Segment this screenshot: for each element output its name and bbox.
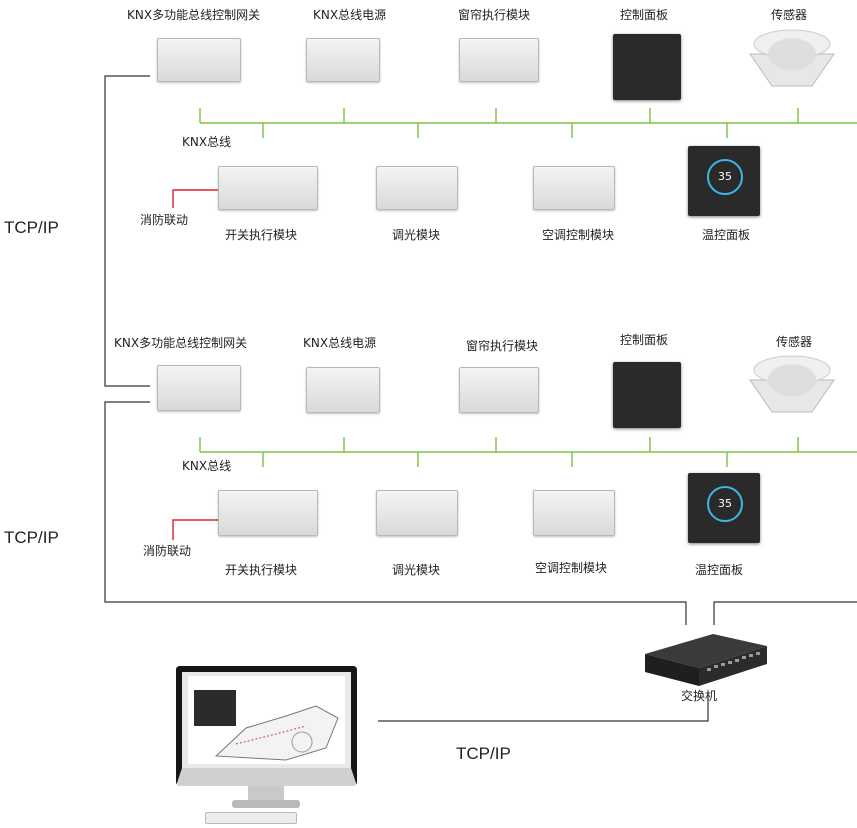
thermostat-device: 35: [688, 473, 760, 543]
curtain-module-label: 窗帘执行模块: [458, 8, 531, 22]
knx-bus-label: KNX总线: [182, 135, 232, 149]
screen-floorplan: [214, 705, 339, 761]
knx-bus-label: KNX总线: [182, 459, 232, 473]
tcp-line-group2: [104, 401, 687, 625]
curtain-module-device: [459, 367, 539, 413]
ac-module-device: [533, 490, 615, 536]
ac-module-device: [533, 166, 615, 210]
network-switch-device: [645, 634, 767, 686]
dimming-module-device: [376, 166, 458, 210]
knx-bus-2: [199, 437, 857, 467]
gateway-label: KNX多功能总线控制网关: [114, 336, 248, 350]
control-panel-device: [613, 362, 681, 428]
tcp-line-computer: [378, 695, 709, 722]
curtain-module-device: [459, 38, 539, 82]
gateway-device: [157, 365, 241, 411]
gateway-label: KNX多功能总线控制网关: [127, 8, 261, 22]
dimming-module-label: 调光模块: [392, 228, 441, 242]
thermostat-label: 温控面板: [702, 228, 751, 242]
switch-actuator-device: [218, 166, 318, 210]
fire-link-line-2: [172, 519, 218, 540]
sensor-device: [749, 355, 835, 413]
switch-actuator-device: [218, 490, 318, 536]
fire-link-label: 消防联动: [140, 213, 189, 227]
computer-monitor: [176, 666, 357, 786]
bus-power-device: [306, 367, 380, 413]
monitor-stand: [248, 786, 284, 800]
tcp-line-right: [713, 601, 857, 625]
ac-module-label: 空调控制模块: [542, 228, 615, 242]
gateway-device: [157, 38, 241, 82]
bus-power-device: [306, 38, 380, 82]
dimming-module-label: 调光模块: [392, 563, 441, 577]
monitor-screen: [188, 676, 345, 764]
knx-bus-1: [199, 108, 857, 138]
dimming-module-device: [376, 490, 458, 536]
fire-link-label: 消防联动: [143, 544, 192, 558]
thermostat-screen: 35: [707, 159, 743, 195]
keyboard: [205, 812, 297, 824]
control-panel-label: 控制面板: [620, 333, 669, 347]
control-panel-device: [613, 34, 681, 100]
ac-module-label: 空调控制模块: [535, 561, 608, 575]
sensor-device: [749, 29, 835, 87]
switch-actuator-label: 开关执行模块: [225, 228, 298, 242]
thermostat-screen: 35: [707, 486, 743, 522]
screen-legend-block: [194, 690, 236, 726]
fire-link-line-1: [172, 189, 218, 208]
bus-power-label: KNX总线电源: [303, 336, 377, 350]
bus-power-label: KNX总线电源: [313, 8, 387, 22]
curtain-module-label: 窗帘执行模块: [466, 339, 539, 353]
tcp-ip-label: TCP/IP: [4, 218, 59, 237]
tcp-ip-label: TCP/IP: [456, 744, 511, 763]
control-panel-label: 控制面板: [620, 8, 669, 22]
tcp-ip-label: TCP/IP: [4, 528, 59, 547]
tcp-line-group1: [104, 75, 150, 387]
monitor-base: [232, 800, 300, 808]
thermostat-label: 温控面板: [695, 563, 744, 577]
switch-label: 交换机: [681, 689, 718, 703]
sensor-label: 传感器: [776, 335, 813, 349]
switch-actuator-label: 开关执行模块: [225, 563, 298, 577]
thermostat-device: 35: [688, 146, 760, 216]
sensor-label: 传感器: [771, 8, 808, 22]
